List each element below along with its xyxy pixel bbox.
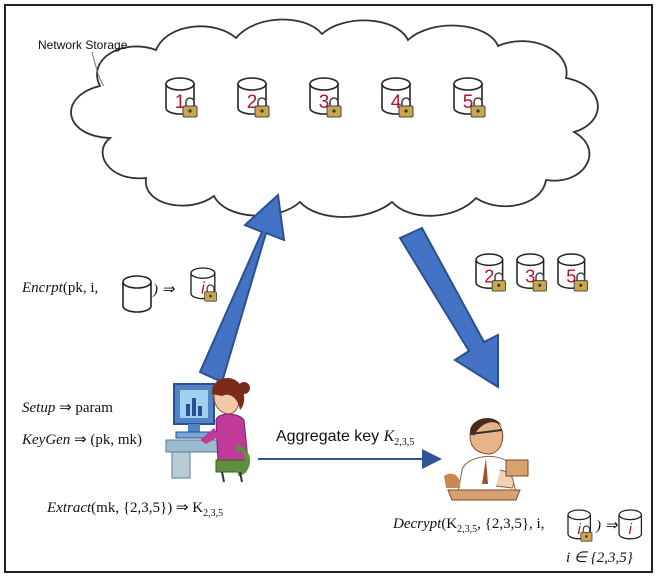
svg-text:i: i xyxy=(578,521,582,538)
encrypted-file-icon: i xyxy=(190,267,218,302)
extract-fn: Extract xyxy=(47,500,92,516)
shared-file-2: 2 xyxy=(475,253,507,292)
cloud-file-1: 1 xyxy=(165,77,198,118)
decrypt-args-b: , {2,3,5}, i, xyxy=(477,516,545,532)
extract-formula: Extract(mk, {2,3,5}) ⇒ K2,3,5 xyxy=(47,498,223,519)
cloud-file-5-number: 5 xyxy=(463,92,474,113)
keygen-fn: KeyGen xyxy=(22,432,71,448)
shared-file-3-number: 3 xyxy=(525,267,535,287)
decrypt-args-a: (K xyxy=(441,516,458,532)
encrypt-args: (pk, i, xyxy=(62,280,99,296)
shared-file-2-number: 2 xyxy=(484,267,494,287)
encrypted-file-index: i xyxy=(201,280,205,298)
setup-fn: Setup xyxy=(22,400,56,416)
label-pointer-line xyxy=(91,51,105,87)
download-arrow xyxy=(398,226,499,389)
svg-text:i: i xyxy=(629,521,633,538)
setup-rest: ⇒ param xyxy=(59,400,113,416)
extract-args: (mk, {2,3,5}) ⇒ K xyxy=(91,500,204,516)
decrypt-encrypted-file-icon: i xyxy=(567,509,593,542)
plain-file-icon xyxy=(122,275,152,313)
aggregate-key-label: Aggregate key K2,3,5 xyxy=(276,428,414,448)
decrypt-key-subscript: 2,3,5 xyxy=(457,524,478,535)
cloud-file-4-number: 4 xyxy=(391,92,402,113)
encrypt-formula: Encrpt(pk, i, xyxy=(22,280,98,297)
keygen-formula: KeyGen ⇒ (pk, mk) xyxy=(22,430,142,449)
data-owner-figure xyxy=(165,377,250,483)
decrypt-formula: Decrypt(K2,3,5, {2,3,5}, i, xyxy=(393,516,544,535)
decrypt-result-file-icon: i xyxy=(618,509,643,540)
decrypt-fn: Decrypt xyxy=(393,516,442,532)
encrypt-suffix: ) ⇒ xyxy=(153,282,175,298)
data-user-figure xyxy=(444,418,529,501)
index-membership: i ∈ {2,3,5} xyxy=(566,550,633,566)
cloud-file-2-number: 2 xyxy=(247,92,258,113)
upload-arrow xyxy=(198,192,286,384)
cloud-files: 1 2 3 4 5 xyxy=(165,77,486,118)
aggregate-key-symbol: K xyxy=(383,428,395,445)
setup-formula: Setup ⇒ param xyxy=(22,398,113,417)
cloud-title: Network Storage xyxy=(38,38,128,52)
cloud-file-4: 4 xyxy=(381,77,414,118)
cloud-file-2: 2 xyxy=(237,77,270,118)
decrypt-suffix: ) ⇒ xyxy=(596,518,618,534)
shared-files: 2 3 5 xyxy=(475,253,589,292)
shared-file-5-number: 5 xyxy=(566,267,576,287)
cloud-file-3-number: 3 xyxy=(319,92,330,113)
cloud-file-3: 3 xyxy=(309,77,342,118)
shared-file-3: 3 xyxy=(516,253,548,292)
aggregate-text: Aggregate key xyxy=(276,428,384,445)
cloud-shape xyxy=(70,18,599,218)
cloud-file-1-number: 1 xyxy=(175,92,186,113)
cloud-file-5: 5 xyxy=(453,77,486,118)
aggregate-key-subscript: 2,3,5 xyxy=(394,437,415,449)
encrypt-fn: Encrpt xyxy=(22,280,63,296)
extract-key-subscript: 2,3,5 xyxy=(203,508,224,519)
shared-file-5: 5 xyxy=(557,253,589,292)
keygen-rest: ⇒ (pk, mk) xyxy=(74,432,143,448)
